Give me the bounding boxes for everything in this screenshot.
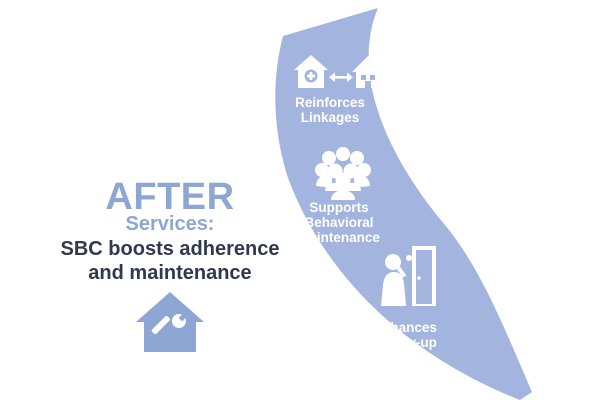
after-heading: AFTER <box>105 176 235 218</box>
community-group-icon <box>315 147 371 200</box>
label-line: Reinforces <box>295 95 365 110</box>
label-line: Supports <box>309 200 369 215</box>
services-label: Services: <box>125 213 215 235</box>
sbc-statement-line-1: SBC boosts adherence <box>60 238 280 260</box>
label-line: Linkages <box>300 110 360 125</box>
label-line: Behavioral <box>304 215 374 230</box>
wrench-icon <box>151 311 189 335</box>
clinic-home-link-icon <box>294 55 384 88</box>
house-wrench-icon <box>136 292 204 352</box>
reinforces-linkages-label: Reinforces Linkages <box>270 95 390 125</box>
label-line: Maintenance <box>298 230 380 245</box>
label-line: Enhances <box>373 320 437 335</box>
door-knock-icon <box>381 246 436 306</box>
door-icon <box>412 246 436 306</box>
clinic-house-icon <box>294 55 328 88</box>
crescent-band <box>275 8 532 400</box>
label-line: Follow-up <box>373 335 437 350</box>
home-house-icon <box>352 56 384 88</box>
double-arrow-icon <box>329 72 353 82</box>
person-knocking-icon <box>381 254 412 306</box>
sbc-statement-line-2: and maintenance <box>88 262 252 284</box>
enhances-follow-up-label: Enhances Follow-up <box>350 320 460 350</box>
supports-behavioral-maintenance-label: Supports Behavioral Maintenance <box>284 200 394 245</box>
